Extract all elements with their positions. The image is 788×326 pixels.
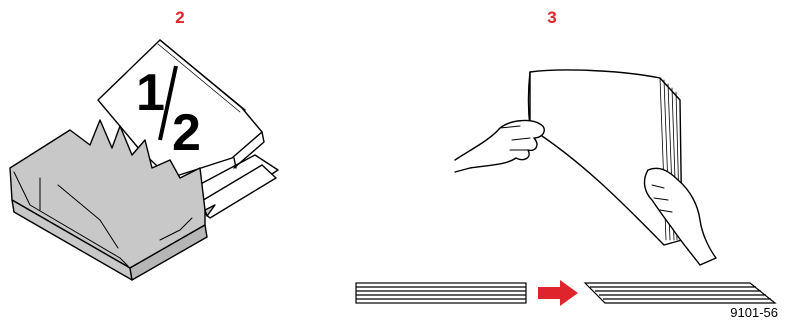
half-ream-label: 1 2 xyxy=(136,64,201,162)
paper-ream-illustration xyxy=(9,39,279,281)
figure-code: 9101-56 xyxy=(730,305,778,320)
step-3-number: 3 xyxy=(547,8,557,27)
direction-arrow xyxy=(538,280,578,306)
angled-paper-stack xyxy=(583,282,777,304)
half-numerator: 1 xyxy=(136,64,165,122)
straight-paper-stack xyxy=(355,282,527,304)
half-denominator: 2 xyxy=(172,104,201,162)
step-2-number: 2 xyxy=(175,8,185,27)
hands-fanning-paper-illustration xyxy=(454,69,717,266)
fraction-slash xyxy=(158,65,178,141)
